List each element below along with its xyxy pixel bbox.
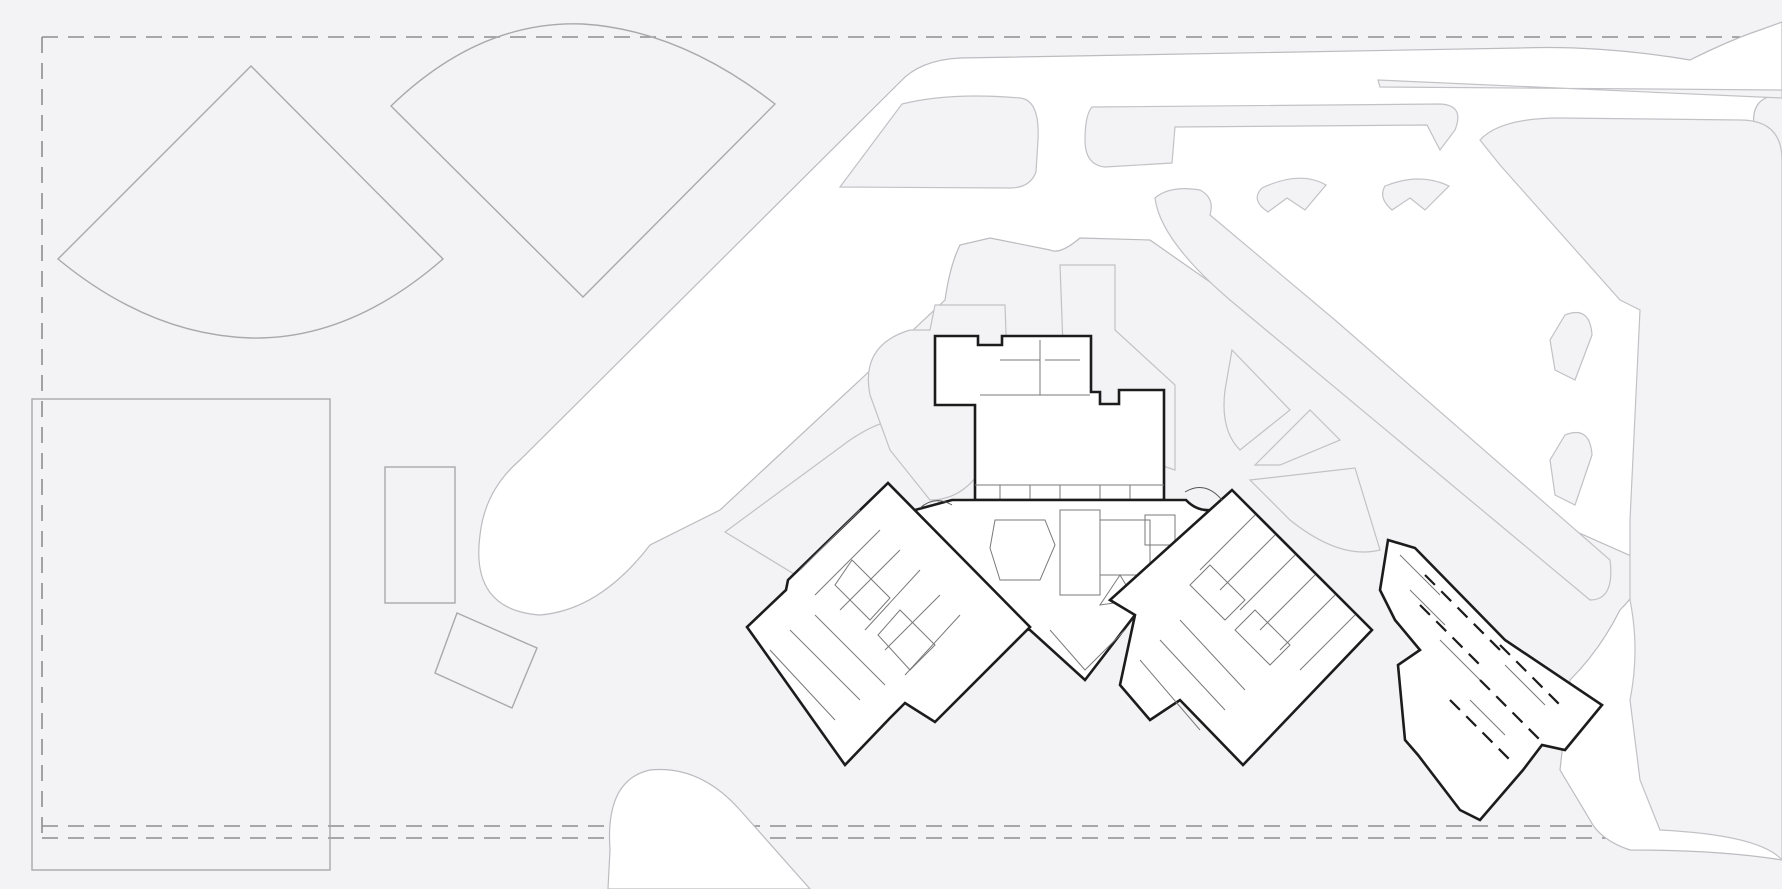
east-classroom-wing: [1107, 488, 1374, 767]
modular-classrooms: [1378, 538, 1604, 822]
entry-canopy-east: [1184, 487, 1223, 501]
planter-2: [1382, 178, 1451, 211]
south-drive-curve: [607, 768, 811, 889]
modular-rooms: [1399, 554, 1546, 736]
planter-7: [1248, 467, 1381, 553]
gymnasium-block: [933, 334, 1166, 502]
gym-interior-lines: [975, 340, 1164, 500]
west-classroom-wing: [745, 481, 1032, 768]
parking-island-4: [1154, 188, 1612, 601]
parking-island-3: [1377, 79, 1782, 99]
playfield-rectangle: [31, 398, 331, 871]
ballfield-right: [390, 23, 777, 298]
rotated-court: [434, 612, 538, 709]
parking-island-5: [1479, 117, 1782, 861]
planter-4: [1549, 431, 1593, 506]
west-wing-rooms: [769, 509, 961, 721]
planter-1: [1256, 177, 1327, 213]
modular-dividers: [1419, 574, 1561, 761]
planter-5: [1223, 348, 1291, 451]
ballfield-left: [56, 65, 445, 339]
planter-3: [1549, 311, 1593, 381]
court-rectangle: [384, 466, 456, 604]
east-wing-rooms: [1139, 514, 1356, 731]
planter-6: [1253, 409, 1342, 466]
parking-island-1: [838, 95, 1039, 189]
parking-island-2: [1084, 103, 1459, 168]
property-boundary: [41, 36, 1766, 839]
entry-canopy-west: [919, 500, 953, 509]
